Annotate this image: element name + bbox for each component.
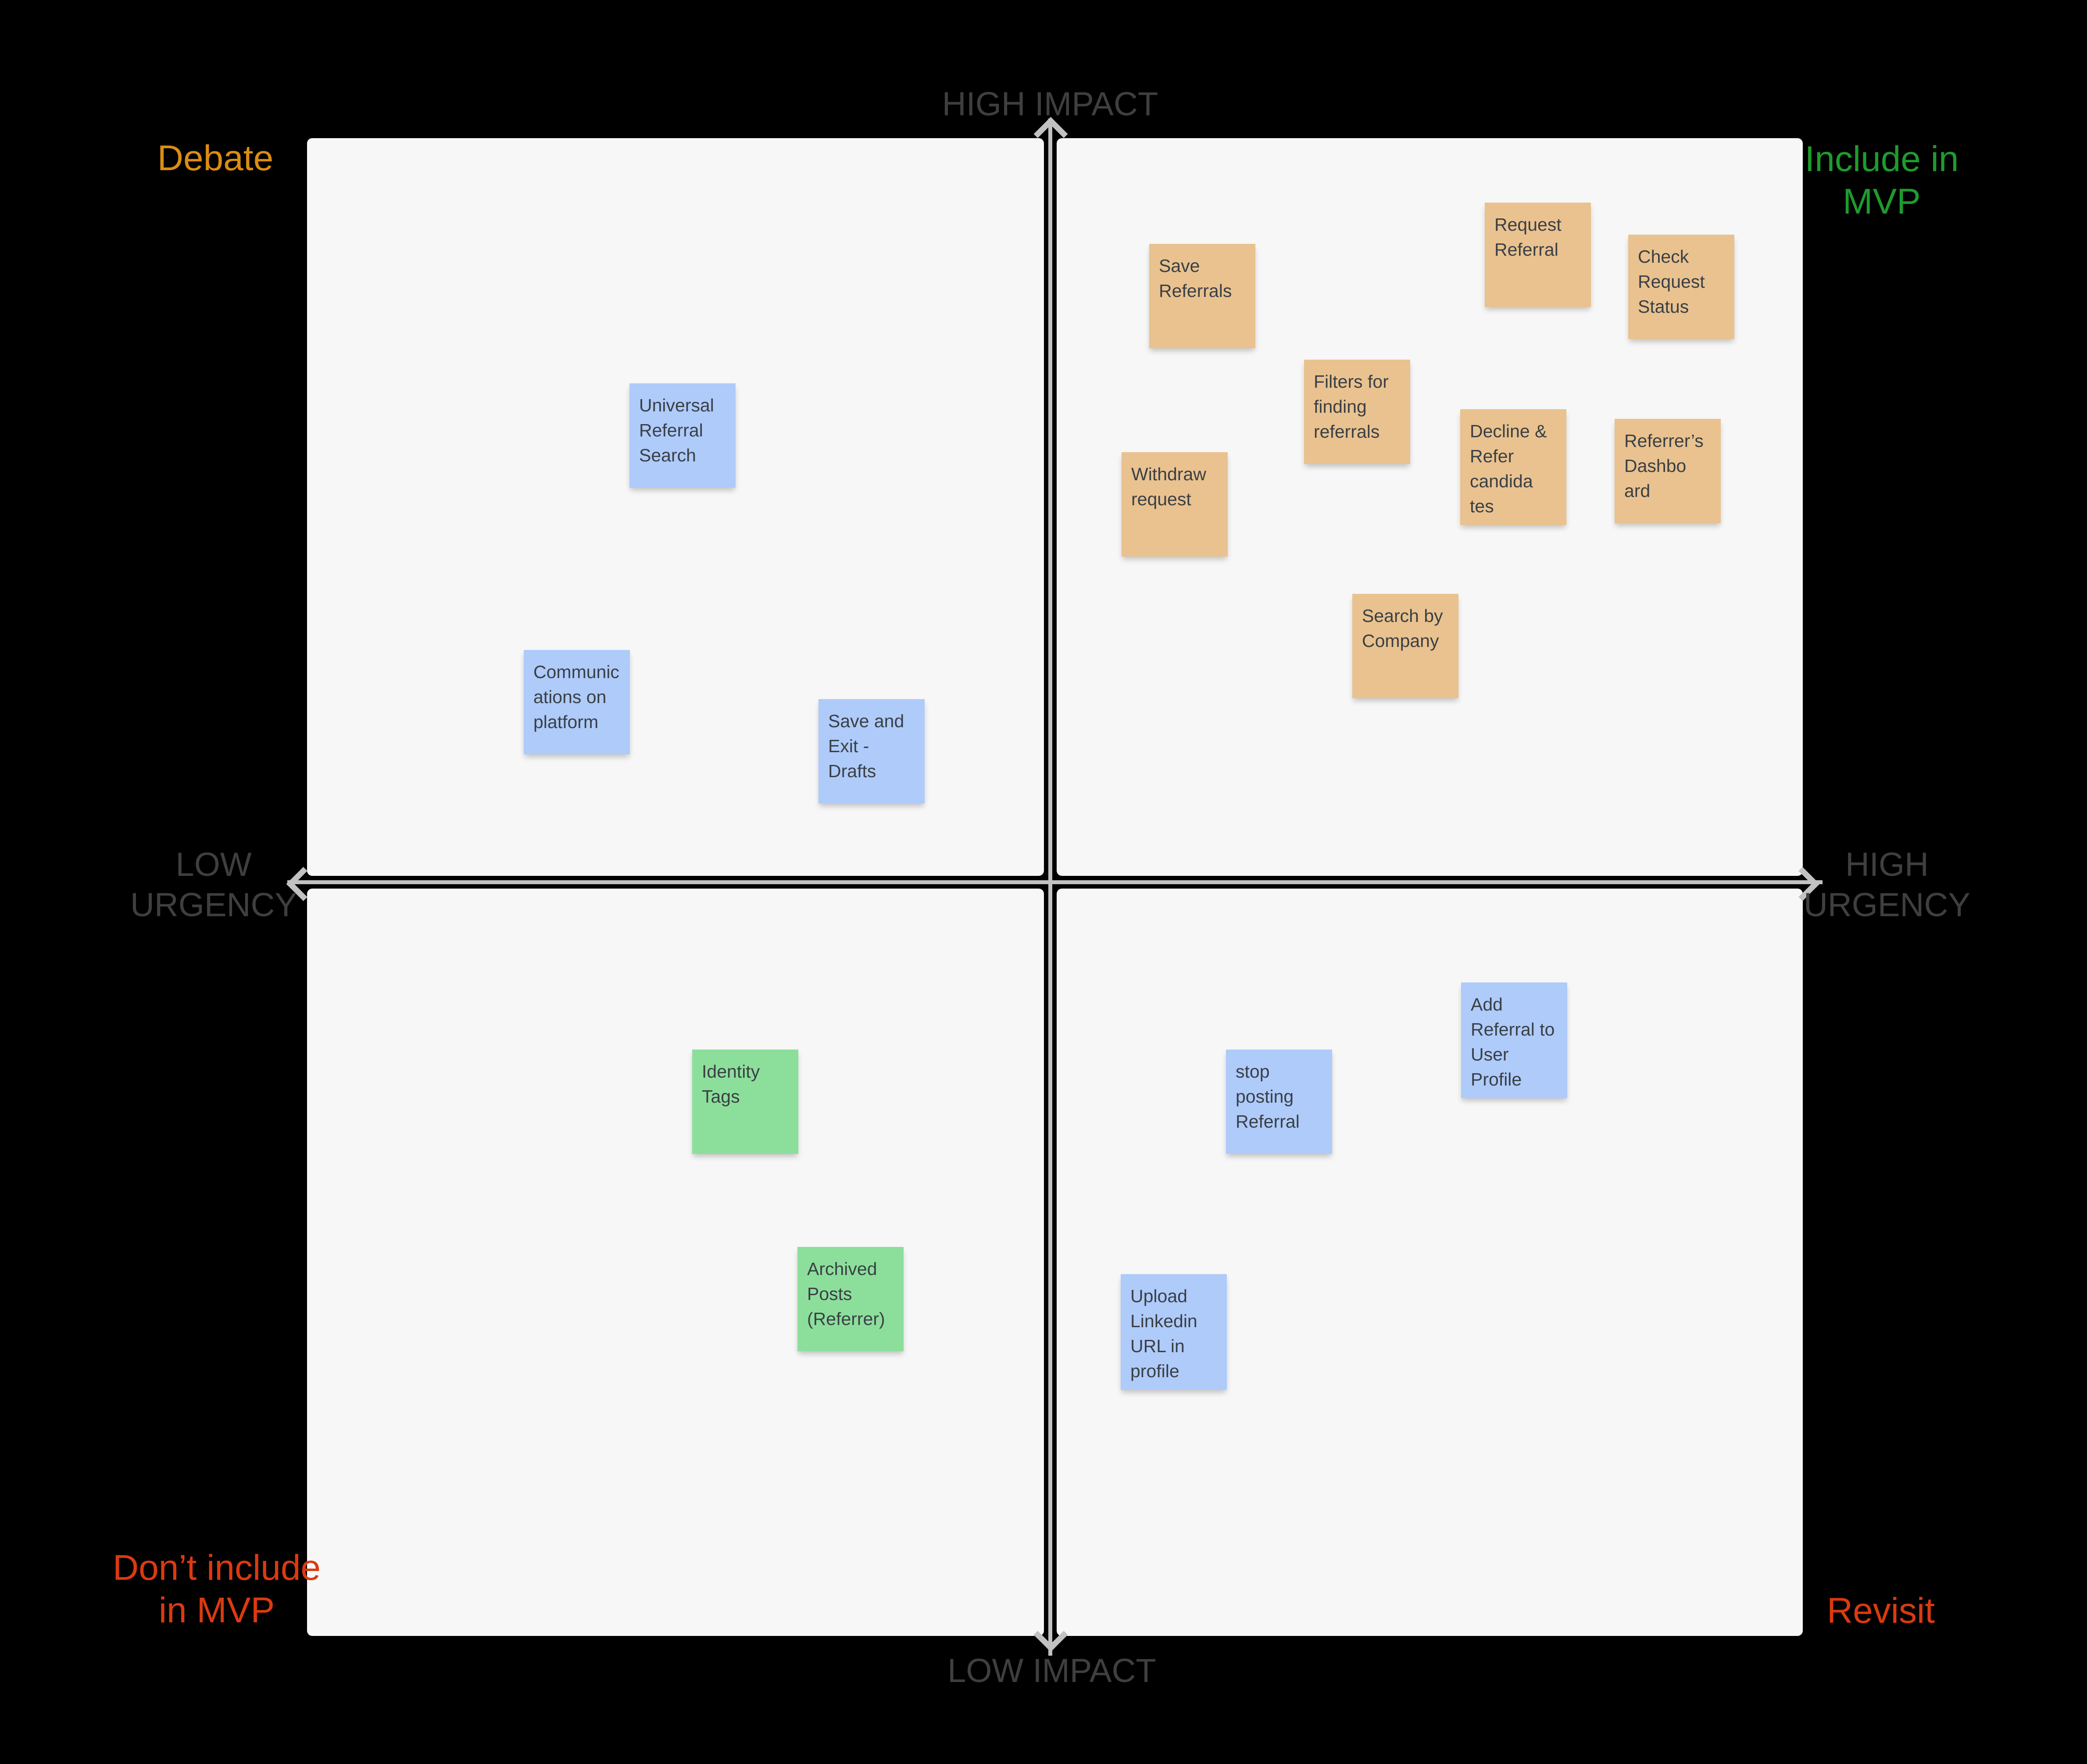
sticky-note-text: Universal Referral Search [639, 395, 714, 465]
corner-label-debate[interactable]: Debate [157, 138, 274, 178]
sticky-note[interactable]: Decline & Refer candida tes [1460, 409, 1566, 525]
sticky-note-text: Withdraw request [1131, 464, 1206, 509]
axis-label-low-impact[interactable]: LOW IMPACT [947, 1652, 1156, 1689]
sticky-note[interactable]: Withdraw request [1122, 452, 1228, 557]
corner-label-revisit[interactable]: Revisit [1826, 1591, 1935, 1631]
axis-label-high-urgency[interactable]: HIGH URGENCY [1803, 846, 1971, 924]
sticky-note[interactable]: Identity Tags [692, 1050, 798, 1154]
corner-label-dont-include[interactable]: Don’t include in MVP [112, 1548, 321, 1630]
sticky-note[interactable]: Add Referral to User Profile [1461, 982, 1567, 1098]
sticky-note[interactable]: Upload Linkedin URL in profile [1121, 1274, 1227, 1390]
sticky-note[interactable]: Save and Exit - Drafts [818, 699, 925, 803]
sticky-note-text: Request Referral [1494, 214, 1562, 260]
sticky-note-text: Decline & Refer candida tes [1470, 421, 1547, 516]
vertical-axis-line [1048, 118, 1052, 1656]
sticky-note-text: Save Referrals [1159, 256, 1232, 301]
corner-label-include-in-mvp[interactable]: Include in MVP [1805, 139, 1959, 221]
sticky-note[interactable]: Request Referral [1485, 203, 1591, 307]
sticky-note[interactable]: stop posting Referral [1226, 1050, 1332, 1154]
sticky-note-text: Identity Tags [702, 1061, 760, 1107]
axis-label-low-urgency[interactable]: LOW URGENCY [130, 846, 297, 924]
sticky-note[interactable]: Universal Referral Search [629, 383, 736, 488]
quadrant-low-impact-low-urgency [307, 889, 1044, 1636]
sticky-note-text: stop posting Referral [1236, 1061, 1300, 1132]
sticky-note[interactable]: Referrer’s Dashbo ard [1615, 419, 1721, 523]
sticky-note[interactable]: Check Request Status [1628, 235, 1734, 339]
quadrant-low-impact-high-urgency [1057, 889, 1803, 1636]
quadrant-high-impact-low-urgency [307, 138, 1044, 876]
axis-label-high-impact[interactable]: HIGH IMPACT [942, 86, 1158, 123]
sticky-note-text: Save and Exit - Drafts [828, 711, 904, 781]
sticky-note[interactable]: Communic ations on platform [524, 650, 630, 754]
sticky-note-text: Archived Posts (Referrer) [807, 1259, 885, 1329]
sticky-note-text: Add Referral to User Profile [1471, 994, 1555, 1089]
sticky-note[interactable]: Filters for finding referrals [1304, 360, 1410, 464]
sticky-note-text: Check Request Status [1638, 246, 1705, 317]
horizontal-axis-line [287, 880, 1823, 884]
sticky-note-text: Search by Company [1362, 606, 1443, 651]
sticky-note-text: Referrer’s Dashbo ard [1624, 431, 1704, 501]
sticky-note-text: Upload Linkedin URL in profile [1130, 1286, 1197, 1381]
sticky-note-text: Filters for finding referrals [1314, 371, 1389, 442]
sticky-note[interactable]: Archived Posts (Referrer) [797, 1247, 904, 1351]
sticky-note[interactable]: Save Referrals [1149, 244, 1255, 348]
sticky-note-text: Communic ations on platform [533, 662, 619, 732]
sticky-note[interactable]: Search by Company [1352, 594, 1458, 698]
